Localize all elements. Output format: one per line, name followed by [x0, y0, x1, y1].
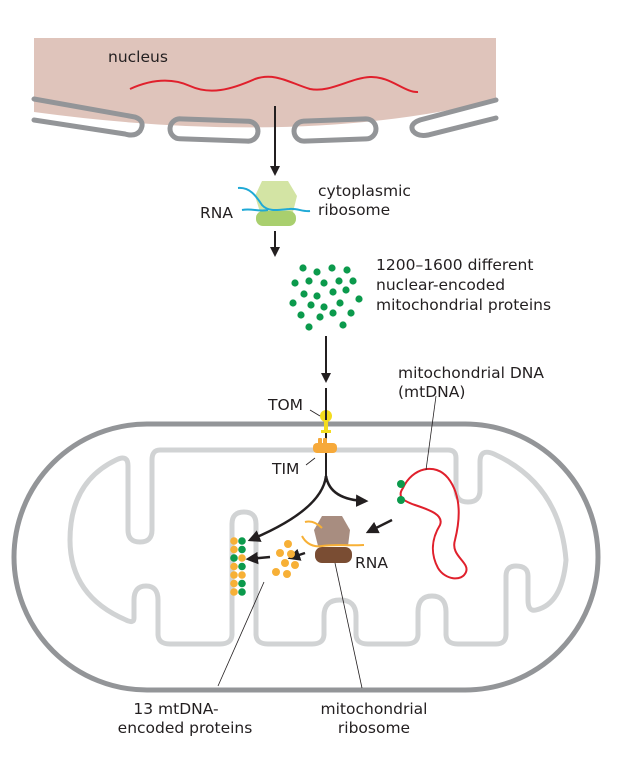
protein-dot: [355, 295, 363, 303]
mito-ribosome-small-subunit-icon: [315, 547, 352, 563]
arrow-to-mtdna: [324, 475, 369, 507]
mtdna-label-2: (mtDNA): [398, 383, 465, 401]
nuclear-subunit-dot: [238, 579, 246, 588]
mtdna-encoded-proteins: [272, 540, 299, 578]
nuclear-subunit-dot: [238, 562, 246, 571]
nucleus-label: nucleus: [108, 48, 168, 66]
arrow-mtdna-to-ribosome: [365, 518, 393, 534]
tim-complex: [313, 438, 337, 453]
nuclear-subunit-dot: [238, 588, 246, 596]
protein-dot: [343, 266, 351, 274]
protein-dot: [297, 311, 305, 319]
imported-protein-dot: [397, 480, 405, 488]
protein-dot: [347, 309, 355, 317]
mito-ribosome-leader-line: [334, 562, 363, 689]
cytoplasmic-rna-label: RNA: [200, 204, 233, 222]
inner-membrane-cristae: [67, 447, 569, 647]
nuclear-envelope: [31, 96, 499, 144]
mtdna-subunit-dot: [230, 588, 238, 596]
cytoplasmic-ribosome-label-1: cytoplasmic: [318, 182, 411, 200]
membrane-protein-complexes: [230, 537, 246, 596]
imported-protein-dot: [397, 496, 405, 504]
protein-dot: [329, 288, 337, 296]
tim-leader-line: [305, 457, 316, 466]
mtdna-subunit-dot: [230, 562, 238, 571]
nuclear-proteins-label-2: nuclear-encoded: [376, 276, 505, 294]
nuclear-subunit-dot: [238, 537, 246, 545]
mito-rna-label: RNA: [355, 554, 388, 572]
nuclear-subunit-dot: [238, 545, 246, 554]
nuclear-dna: [129, 75, 419, 94]
mt-proteins-leader-line: [217, 581, 265, 687]
mtdna-subunit-dot: [230, 579, 238, 588]
mtdna-label-1: mitochondrial DNA: [398, 364, 544, 382]
nuclear-subunit-dot: [230, 554, 238, 562]
mt-proteins-label-2: encoded proteins: [118, 719, 253, 737]
ribosome-small-subunit-icon: [256, 211, 296, 226]
protein-dot: [336, 299, 344, 307]
mtdna-leader-line: [425, 395, 437, 471]
mtdna-subunit-dot: [238, 554, 246, 562]
mito-ribosome-large-subunit-icon: [314, 516, 350, 546]
ribosome-large-subunit-icon: [255, 181, 297, 212]
tim-label: TIM: [271, 460, 299, 478]
protein-dot: [289, 299, 297, 307]
cytoplasmic-ribosome: RNA cytoplasmic ribosome: [200, 181, 411, 226]
protein-dot: [300, 290, 308, 298]
mito-ribosome-label-2: ribosome: [338, 719, 410, 737]
protein-dot: [291, 279, 299, 287]
protein-dot: [313, 292, 321, 300]
mito-ribosome-label-1: mitochondrial: [321, 700, 428, 718]
nucleus: nucleus: [31, 38, 499, 144]
mtdna-subunit-dot: [230, 537, 238, 545]
mitochondrial-rna: [301, 535, 365, 548]
protein-dot: [320, 303, 328, 311]
protein-dot: [305, 277, 313, 285]
cytoplasmic-rna: [237, 186, 311, 213]
arrow-to-complexes: [245, 551, 271, 565]
protein-dot: [307, 301, 315, 309]
mtdna-subunit-dot: [230, 545, 238, 554]
protein-dot: [320, 279, 328, 287]
protein-dot: [335, 277, 343, 285]
protein-dot: [313, 268, 321, 276]
mt-proteins-label-1: 13 mtDNA-: [133, 700, 218, 718]
nucleus-body: [34, 38, 496, 128]
mitochondrion: [11, 421, 601, 693]
nuclear-proteins-label-3: mitochondrial proteins: [376, 296, 551, 314]
protein-dot: [328, 264, 336, 272]
protein-dot: [342, 286, 350, 294]
mtdna-subunit-dot: [238, 571, 246, 579]
tom-complex: [320, 410, 332, 433]
nuclear-encoded-proteins: [289, 264, 363, 331]
arrow-to-membrane-complex: [247, 475, 328, 542]
protein-dot: [299, 264, 307, 272]
nuclear-proteins-label-1: 1200–1600 different: [376, 256, 533, 274]
cytoplasmic-ribosome-label-2: ribosome: [318, 201, 390, 219]
protein-dot: [349, 277, 357, 285]
mtdna-subunit-dot: [230, 571, 238, 579]
protein-dot: [316, 313, 324, 321]
tom-leader-line: [309, 409, 321, 417]
protein-dot: [329, 309, 337, 317]
protein-dot: [339, 321, 347, 329]
tom-label: TOM: [267, 396, 303, 414]
mitochondrial-ribosome: RNA: [301, 516, 388, 572]
protein-dot: [305, 323, 313, 331]
mitochondrial-dna: [399, 468, 468, 580]
